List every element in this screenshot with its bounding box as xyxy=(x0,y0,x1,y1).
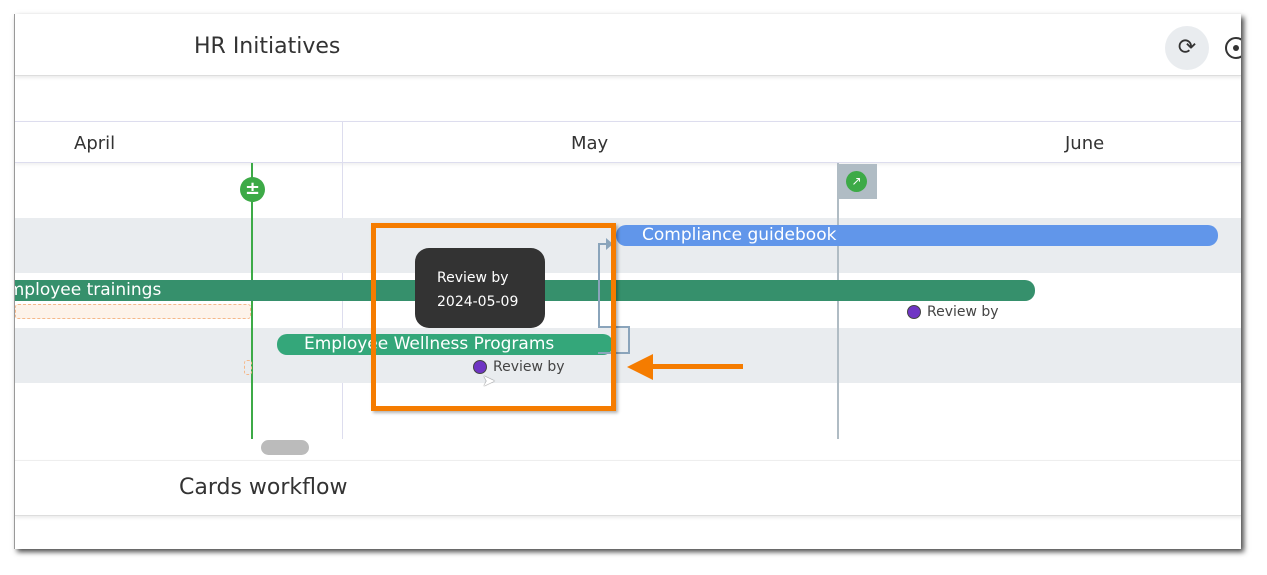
section-header: Cards workflow xyxy=(15,460,1241,516)
dependency-connector xyxy=(598,243,600,328)
refresh-icon[interactable]: ⟳ xyxy=(1165,26,1209,70)
milestone-dot[interactable] xyxy=(473,360,487,374)
today-marker-icon[interactable]: ± xyxy=(240,177,265,202)
tooltip: Review by 2024-05-09 xyxy=(415,248,545,328)
board-title: HR Initiatives xyxy=(194,34,341,59)
month-may: May xyxy=(571,133,609,154)
bar-compliance-guidebook[interactable]: Compliance guidebook xyxy=(616,225,1218,246)
section-title: Cards workflow xyxy=(179,475,348,500)
cursor-icon: ➤ xyxy=(482,371,496,390)
tooltip-line1: Review by xyxy=(437,270,509,286)
milestone-label: Review by xyxy=(493,359,565,375)
milestone-dot[interactable] xyxy=(907,305,921,319)
tooltip-line2: 2024-05-09 xyxy=(437,294,519,310)
month-marker-line xyxy=(837,163,839,439)
bar-ghost xyxy=(15,304,251,319)
bar-employee-wellness-programs[interactable]: Employee Wellness Programs xyxy=(277,334,613,355)
trend-icon: ↗ xyxy=(846,171,867,192)
highlight-box xyxy=(371,223,616,411)
dependency-arrow-icon xyxy=(606,238,613,250)
dependency-connector xyxy=(598,243,608,245)
app-window: HR Initiatives ⟳ April May June ↗ ± Comp… xyxy=(14,14,1241,549)
month-june: June xyxy=(1065,133,1105,154)
today-line xyxy=(251,163,253,439)
kpi-marker[interactable]: ↗ xyxy=(838,164,877,199)
board-header: HR Initiatives ⟳ xyxy=(15,14,1241,76)
target-icon[interactable] xyxy=(1225,37,1241,59)
month-april: April xyxy=(74,133,116,154)
bar-ghost xyxy=(244,360,252,375)
milestone-label: Review by xyxy=(927,304,999,320)
arrow-head-icon xyxy=(627,354,653,380)
arrow-shaft xyxy=(641,364,743,369)
month-header xyxy=(15,121,1241,163)
horizontal-scrollbar-thumb[interactable] xyxy=(261,440,309,455)
